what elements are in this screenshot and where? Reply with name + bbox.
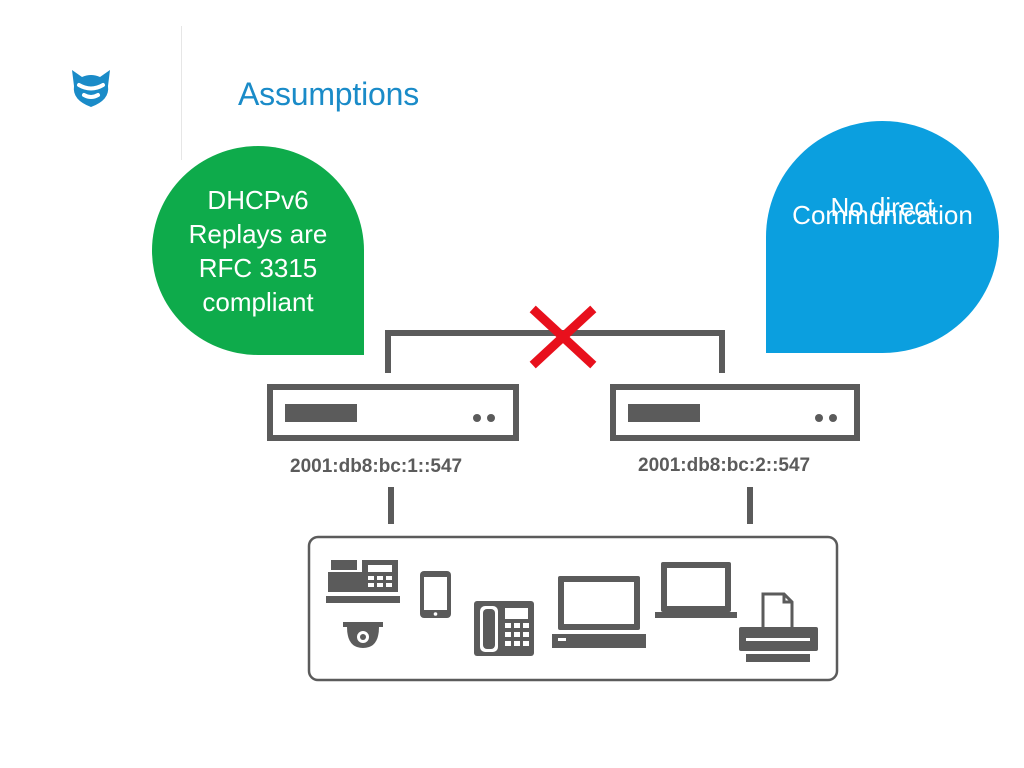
right-server-address: 2001:db8:bc:2::547 [638,455,811,476]
callout-line: RFC 3315 [198,252,318,283]
printer-icon [739,592,818,662]
rfc-compliance-callout: DHCPv6 Replays are RFC 3315 compliant [152,146,364,355]
desk-phone-icon [474,601,534,656]
callout-line: Replays are [188,218,328,249]
security-camera-icon [343,622,383,648]
callout-line: No direct [830,192,935,222]
callout-line: Communication [792,200,973,230]
callout-line: compliant [202,286,314,317]
brand-logo-icon [72,70,110,107]
left-server-address: 2001:db8:bc:1::547 [290,456,463,477]
server-left-icon [267,384,519,441]
callout-line: DHCPv6 [207,184,309,215]
no-direct-communication-callout: No direct Communication [766,121,999,353]
laptop-icon [655,562,737,618]
header-divider [181,26,182,160]
slide-title: Assumptions [238,76,419,112]
red-x-icon [529,305,597,369]
smartphone-icon [420,571,451,618]
pos-terminal-icon [326,560,400,603]
desktop-computer-icon [552,576,646,648]
server-right-icon [610,384,860,441]
